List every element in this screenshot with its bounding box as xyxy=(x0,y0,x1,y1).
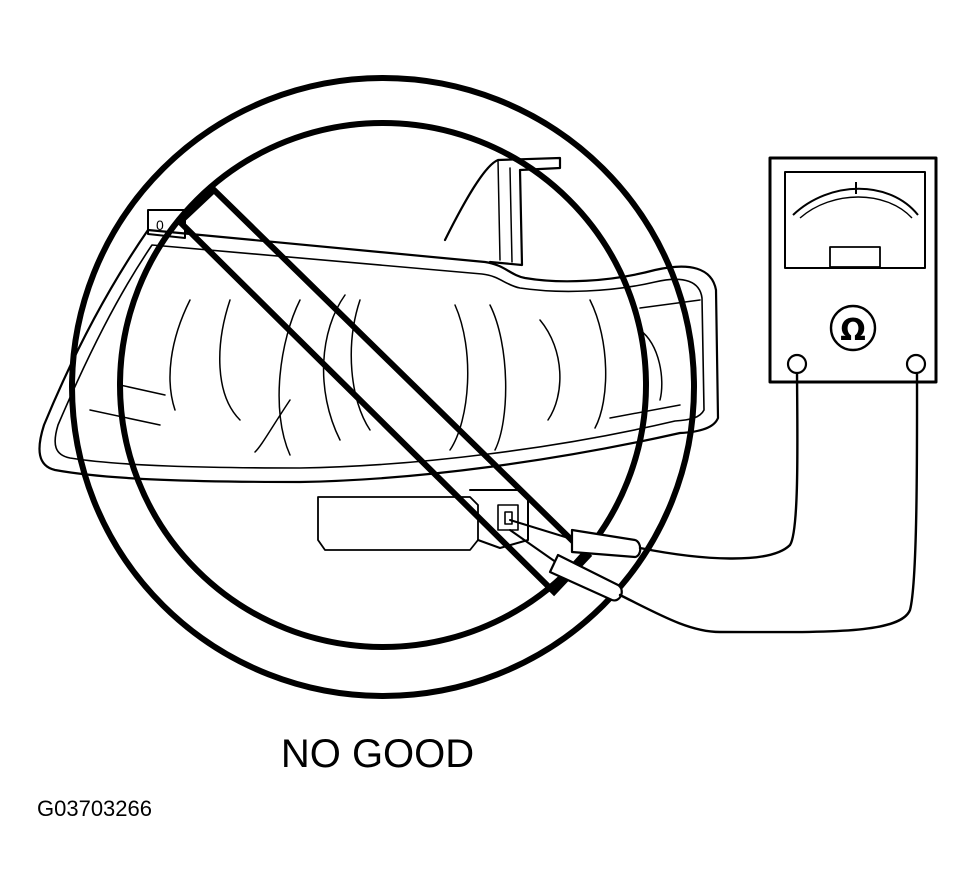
prohibition-slash xyxy=(175,185,593,597)
probe-body-lower xyxy=(548,553,623,602)
ohmmeter-scale-arc-inner xyxy=(799,196,913,219)
headlight-housing-top xyxy=(443,156,562,267)
prohibition-sign xyxy=(69,75,697,699)
ohmmeter: Ω xyxy=(768,156,938,384)
ohmmeter-window xyxy=(829,246,881,268)
headlight-outer-bezel xyxy=(38,228,720,484)
probe-needle-upper xyxy=(509,519,576,541)
ohmmeter-mode-dial xyxy=(829,304,877,352)
lead-wire-left xyxy=(638,363,799,560)
connector-socket xyxy=(469,489,529,549)
probe-body-upper xyxy=(570,528,642,559)
test-probes xyxy=(509,519,642,602)
headlight-housing-brace xyxy=(497,159,513,263)
ohmmeter-body xyxy=(768,156,938,384)
probe-needle-lower xyxy=(509,529,561,566)
headlight-inner-bezel xyxy=(54,244,705,469)
reflector-contours xyxy=(89,294,701,456)
verdict-caption: NO GOOD xyxy=(280,732,475,776)
ohmmeter-scale-arc xyxy=(792,187,919,216)
ohmmeter-terminal-left xyxy=(786,353,808,375)
ohmmeter-terminal-right xyxy=(905,353,927,375)
figure-id-label: G03703266 xyxy=(37,796,152,821)
mounting-tab xyxy=(147,209,186,239)
connector-housing xyxy=(317,496,479,551)
ohmmeter-display xyxy=(784,171,926,269)
test-leads xyxy=(618,363,919,634)
connector-terminals xyxy=(497,504,519,531)
prohibition-ring-inner xyxy=(117,120,649,650)
prohibition-ring-outer xyxy=(69,75,697,699)
ohm-symbol-label: Ω xyxy=(840,313,866,348)
lead-wire-right xyxy=(618,363,919,634)
headlight-assembly: 0 xyxy=(38,156,720,551)
mounting-tab-mark: 0 xyxy=(156,217,164,233)
